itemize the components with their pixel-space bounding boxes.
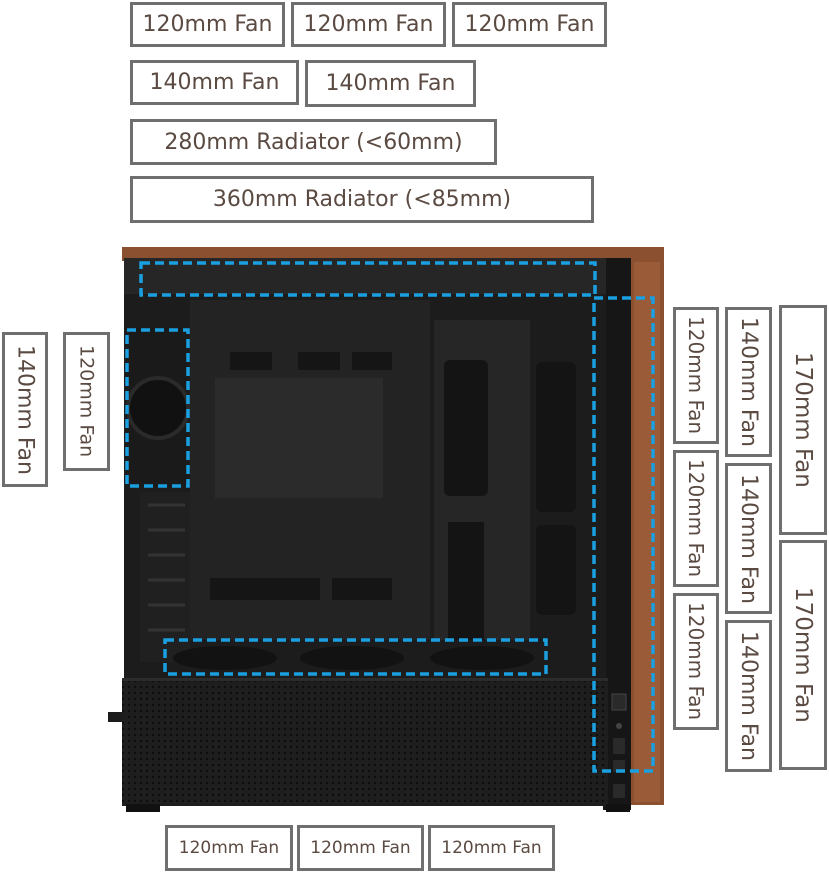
label-bottom-120mm-fan-2: 120mm Fan: [297, 825, 424, 871]
label-front-170mm-fan-2: 170mm Fan: [779, 540, 827, 770]
label-front-140mm-fan-3: 140mm Fan: [725, 620, 772, 772]
front-io-power-button: [611, 693, 627, 711]
label-rear-140mm-fan: 140mm Fan: [2, 332, 48, 487]
case-foot-right: [606, 804, 630, 812]
label-top-360mm-radiator: 360mm Radiator (<85mm): [130, 176, 594, 223]
psu-shroud: [122, 678, 608, 806]
label-top-280mm-radiator: 280mm Radiator (<60mm): [130, 119, 497, 165]
bottom-mount-outline: [163, 638, 548, 676]
label-bottom-120mm-fan-1: 120mm Fan: [165, 825, 293, 871]
label-top-120mm-fan-1: 120mm Fan: [130, 2, 285, 47]
label-rear-120mm-fan: 120mm Fan: [63, 332, 110, 471]
label-top-120mm-fan-2: 120mm Fan: [291, 2, 446, 47]
label-front-170mm-fan-1: 170mm Fan: [779, 305, 827, 535]
top-mount-outline: [139, 261, 597, 297]
case-foot-left: [126, 804, 160, 812]
label-top-140mm-fan-1: 140mm Fan: [130, 60, 299, 105]
label-bottom-120mm-fan-3: 120mm Fan: [428, 825, 555, 871]
label-front-120mm-fan-2: 120mm Fan: [673, 450, 719, 587]
pci-slot-area: [140, 492, 190, 662]
rear-mount-outline: [125, 328, 190, 488]
label-front-120mm-fan-3: 120mm Fan: [673, 593, 719, 730]
rear-fan-graphic: [126, 376, 190, 440]
label-top-140mm-fan-2: 140mm Fan: [305, 60, 476, 107]
label-top-120mm-fan-3: 120mm Fan: [452, 2, 607, 47]
label-front-140mm-fan-2: 140mm Fan: [725, 463, 772, 614]
label-front-120mm-fan-1: 120mm Fan: [673, 307, 719, 444]
label-front-140mm-fan-1: 140mm Fan: [725, 307, 772, 457]
wood-top-trim: [122, 247, 664, 261]
front-mount-outline: [592, 296, 655, 773]
